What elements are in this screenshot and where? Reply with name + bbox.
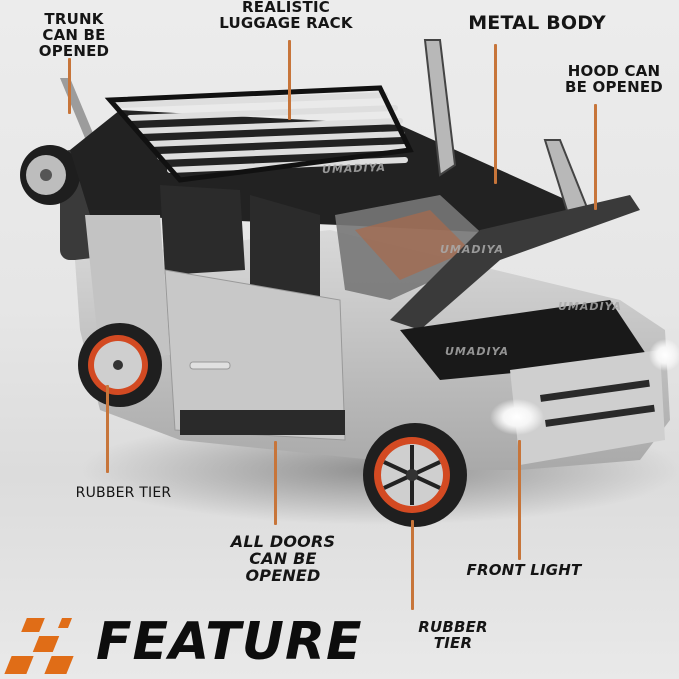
callout-text: CAN BE OPENED (245, 548, 321, 585)
watermark: UMADIYA (321, 160, 387, 177)
callout-rubber-tier-left: RUBBER TIER (66, 486, 181, 501)
callout-text: TRUNK (44, 10, 104, 28)
callout-text: HOOD CAN (567, 62, 661, 80)
callout-rubber-tier-right: RUBBER TIER (400, 618, 506, 652)
callout-text: REALISTIC (242, 0, 330, 16)
leader-line (411, 520, 414, 610)
callout-front-light: FRONT LIGHT (466, 561, 582, 579)
leader-line (594, 104, 597, 210)
callout-text: CAN BE OPENED (38, 25, 110, 60)
leader-line (518, 440, 521, 560)
leader-line (106, 385, 109, 473)
callout-trunk: TRUNK CAN BE OPENED (8, 10, 140, 60)
watermark: UMADIYA (440, 243, 505, 256)
checkered-flag-icon (4, 616, 74, 676)
callout-text: BE OPENED (565, 77, 663, 96)
callout-text: METAL BODY (468, 12, 606, 34)
callout-luggage-rack: REALISTIC LUGGAGE RACK (212, 0, 360, 32)
callout-text: FRONT LIGHT (466, 561, 582, 579)
callout-text: RUBBER TIER (418, 618, 488, 652)
callout-metal-body: METAL BODY (462, 12, 612, 34)
leader-line (288, 40, 291, 120)
callout-text: RUBBER TIER (75, 485, 172, 501)
watermark: UMADIYA (445, 345, 510, 358)
leader-line (68, 58, 71, 114)
callout-all-doors: ALL DOORS CAN BE OPENED (210, 532, 356, 585)
feature-title: FEATURE (96, 612, 363, 672)
callout-text: LUGGAGE RACK (219, 13, 353, 32)
watermark: UMADIYA (558, 300, 623, 313)
callout-hood: HOOD CAN BE OPENED (562, 62, 666, 96)
leader-line (274, 441, 277, 525)
callout-text: ALL DOORS (230, 532, 336, 551)
leader-line (494, 44, 497, 184)
